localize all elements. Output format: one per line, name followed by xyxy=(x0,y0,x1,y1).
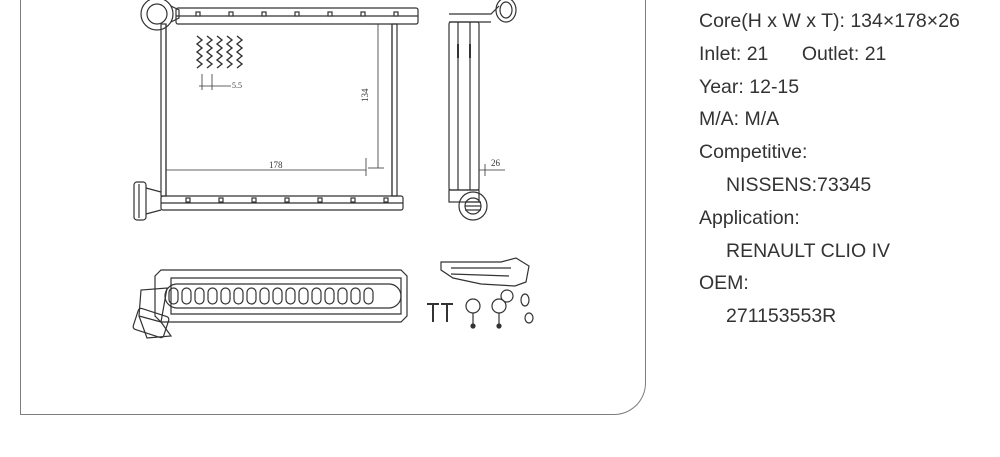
top-pipe-inner xyxy=(146,3,168,25)
thickness-dimension xyxy=(479,164,505,176)
front-view xyxy=(133,0,419,221)
inlet-label: Inlet: xyxy=(699,42,742,65)
year-label: Year: xyxy=(699,75,744,98)
right-side-plate xyxy=(391,23,398,197)
product-specs: Core(H x W x T): 134×178×26 Inlet: 21 Ou… xyxy=(699,5,1000,333)
o-ring-2 xyxy=(491,298,507,329)
clip-rings xyxy=(520,293,534,324)
spec-inlet-outlet: Inlet: 21 Outlet: 21 xyxy=(699,38,1000,71)
application-label: Application: xyxy=(699,206,800,229)
fin-sample xyxy=(195,35,244,69)
o-ring-1 xyxy=(465,298,481,329)
screw xyxy=(427,303,453,322)
iso-view xyxy=(132,269,408,339)
year-value: 12-15 xyxy=(749,75,800,98)
top-tank-holes xyxy=(195,11,399,17)
fin-pitch-label: 5.5 xyxy=(232,81,242,90)
heater-core-technical-drawing: 5.5 134 178 26 xyxy=(132,0,534,339)
oem-value: 271153553R xyxy=(726,305,837,328)
iso-pipe xyxy=(138,287,168,323)
spec-core: Core(H x W x T): 134×178×26 xyxy=(699,5,1000,38)
fin-pitch-dimension xyxy=(199,74,231,90)
ma-label: M/A: xyxy=(699,108,740,131)
width-dimension xyxy=(165,158,367,176)
side-core xyxy=(448,21,480,191)
competitive-label: Competitive: xyxy=(699,141,808,164)
outlet-value: 21 xyxy=(864,42,887,65)
competitive-value: NISSENS:73345 xyxy=(726,173,872,196)
side-view xyxy=(448,0,517,221)
inlet-value: 21 xyxy=(746,42,769,65)
side-top-pipe xyxy=(495,0,517,23)
accessory-bracket xyxy=(440,257,530,287)
thickness-label: 26 xyxy=(491,158,501,168)
height-label: 134 xyxy=(360,88,370,102)
ma-value: M/A xyxy=(744,108,780,131)
side-bottom-pipe xyxy=(458,191,488,221)
application-value: RENAULT CLIO IV xyxy=(726,239,890,262)
left-side-plate xyxy=(160,23,167,197)
width-label: 178 xyxy=(269,160,283,170)
spec-ma: M/A: M/A xyxy=(699,103,1000,136)
product-drawing-panel: 5.5 134 178 26 xyxy=(20,0,646,415)
iso-tube-ends xyxy=(168,287,374,305)
core-value: 134×178×26 xyxy=(850,10,960,32)
oem-label: OEM: xyxy=(699,272,749,295)
outlet-label: Outlet: xyxy=(801,42,860,65)
height-dimension xyxy=(368,23,384,169)
spec-year: Year: 12-15 xyxy=(699,71,1000,104)
bottom-tank-holes xyxy=(185,197,389,203)
core-label: Core(H x W x T): xyxy=(699,10,845,32)
bottom-pipe-flange xyxy=(133,181,147,221)
top-pipe-outer xyxy=(140,0,174,31)
accessories xyxy=(427,257,534,329)
